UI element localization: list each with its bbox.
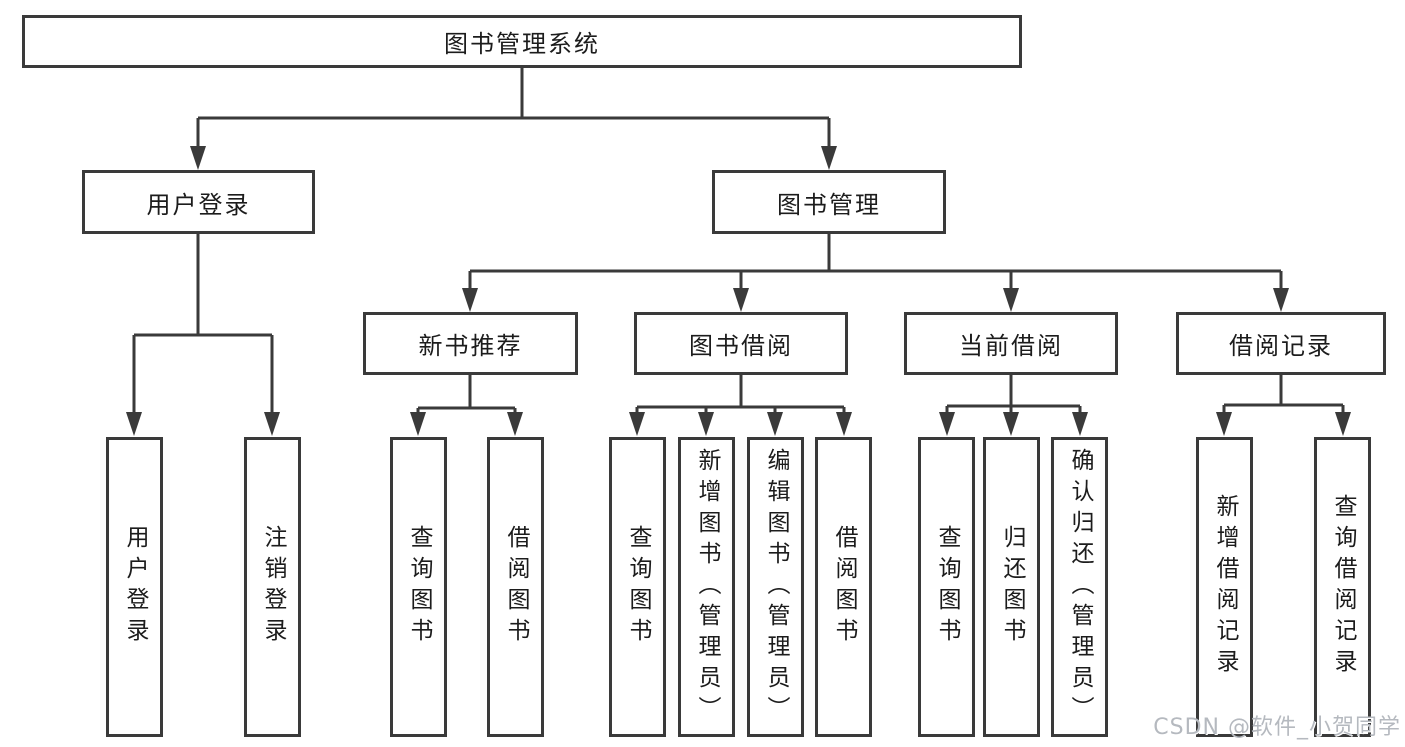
node-borrow-records: 借阅记录	[1176, 312, 1386, 375]
leaf-edit-books-admin-label: 编辑图书（管理员）	[763, 447, 789, 727]
connector-current-borrow-children	[939, 375, 1088, 436]
node-current-borrow: 当前借阅	[904, 312, 1118, 375]
leaf-query-books-current-label: 查询图书	[934, 525, 960, 649]
leaf-add-books-admin: 新增图书（管理员）	[678, 437, 735, 737]
leaf-query-books-current: 查询图书	[918, 437, 975, 737]
node-borrow-records-label: 借阅记录	[1229, 332, 1333, 360]
leaf-query-borrow-record: 查询借阅记录	[1314, 437, 1371, 737]
csdn-watermark: CSDN @软件_小贺同学	[1153, 715, 1401, 740]
leaf-confirm-return-admin: 确认归还（管理员）	[1051, 437, 1108, 737]
connector-new-book-children	[410, 375, 523, 436]
leaf-borrow-books: 借阅图书	[815, 437, 872, 737]
connector-borrow-records-children	[1216, 375, 1351, 436]
connector-book-management-to-level3	[462, 234, 1289, 312]
node-book-management-module-label: 图书管理	[777, 190, 881, 219]
leaf-user-login-label: 用户登录	[122, 525, 148, 649]
leaf-confirm-return-admin-label: 确认归还（管理员）	[1067, 447, 1093, 727]
node-user-login-module-label: 用户登录	[146, 190, 251, 219]
node-book-borrow-label: 图书借阅	[689, 332, 793, 360]
leaf-query-books-borrow: 查询图书	[609, 437, 666, 737]
leaf-borrow-books-label: 借阅图书	[831, 525, 857, 649]
node-root-system: 图书管理系统	[22, 15, 1022, 68]
node-new-book-recommend: 新书推荐	[363, 312, 578, 375]
node-user-login-module: 用户登录	[82, 170, 315, 234]
leaf-add-borrow-record-label: 新增借阅记录	[1212, 494, 1238, 680]
leaf-query-borrow-record-label: 查询借阅记录	[1330, 494, 1356, 680]
leaf-add-books-admin-label: 新增图书（管理员）	[694, 447, 720, 727]
leaf-query-books-borrow-label: 查询图书	[625, 525, 651, 649]
node-current-borrow-label: 当前借阅	[959, 332, 1063, 360]
leaf-logout-label: 注销登录	[260, 525, 286, 649]
leaf-return-books: 归还图书	[983, 437, 1040, 737]
leaf-logout: 注销登录	[244, 437, 301, 737]
connector-book-borrow-children	[629, 375, 852, 436]
node-book-borrow: 图书借阅	[634, 312, 848, 375]
node-new-book-recommend-label: 新书推荐	[418, 332, 523, 360]
leaf-add-borrow-record: 新增借阅记录	[1196, 437, 1253, 737]
connector-root-to-level2	[190, 68, 837, 170]
leaf-borrow-books-recommend-label: 借阅图书	[503, 525, 529, 649]
leaf-query-books-recommend: 查询图书	[390, 437, 447, 737]
leaf-query-books-recommend-label: 查询图书	[406, 525, 432, 649]
leaf-user-login: 用户登录	[106, 437, 163, 737]
connector-user-login-children	[126, 234, 280, 436]
node-root-system-label: 图书管理系统	[444, 30, 600, 58]
leaf-borrow-books-recommend: 借阅图书	[487, 437, 544, 737]
leaf-edit-books-admin: 编辑图书（管理员）	[747, 437, 804, 737]
node-book-management-module: 图书管理	[712, 170, 946, 234]
leaf-return-books-label: 归还图书	[999, 525, 1025, 649]
